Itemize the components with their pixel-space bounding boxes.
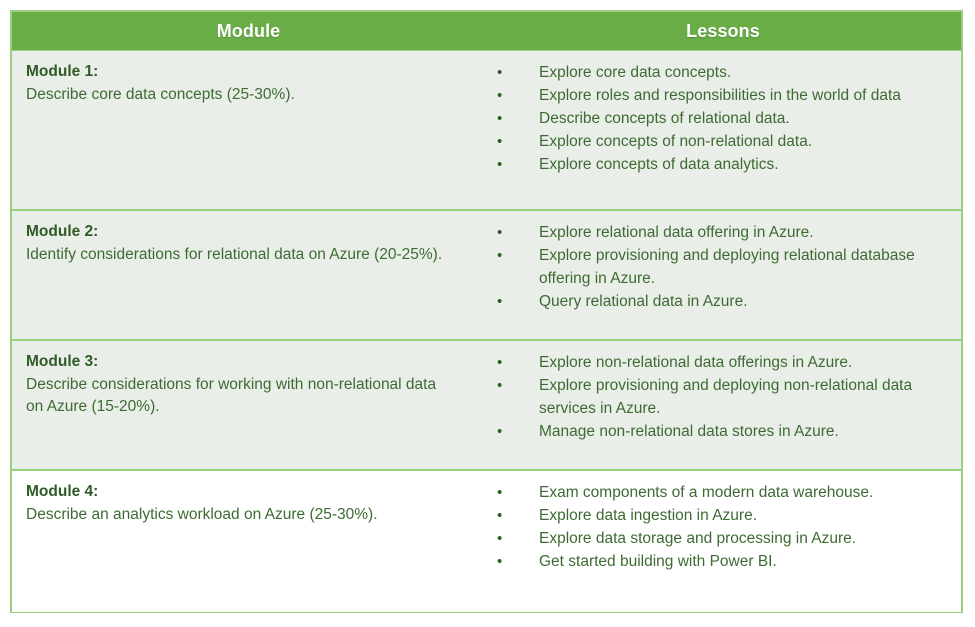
lessons-cell: • Explore non-relational data offerings i… <box>485 341 961 469</box>
bullet-icon: • <box>497 293 503 310</box>
module-description: Describe an analytics workload on Azure … <box>26 506 378 523</box>
bullet-icon: • <box>497 377 503 394</box>
module-description: Identify considerations for relational d… <box>26 246 443 263</box>
lesson-text: Explore non-relational data offerings in… <box>539 354 853 371</box>
table-row: Module 2: Identify considerations for re… <box>12 211 961 341</box>
bullet-icon: • <box>497 423 503 440</box>
bullet-icon: • <box>497 110 503 127</box>
module-description: Describe considerations for working with… <box>26 376 437 415</box>
lesson-text: Explore data storage and processing in A… <box>539 530 857 547</box>
module-cell: Module 4: Describe an analytics workload… <box>12 471 485 612</box>
column-header-module: Module <box>216 20 281 41</box>
table-row: Module 3: Describe considerations for wo… <box>12 341 961 471</box>
lesson-text: Get started building with Power BI. <box>539 553 777 570</box>
module-description: Describe core data concepts (25-30%). <box>26 86 295 103</box>
module-cell: Module 3: Describe considerations for wo… <box>12 341 485 469</box>
list-item: • Describe concepts of relational data. <box>493 107 951 130</box>
list-item: • Explore provisioning and deploying non-… <box>493 374 951 420</box>
bullet-icon: • <box>497 87 503 104</box>
lesson-text: Describe concepts of relational data. <box>539 110 790 127</box>
list-item: • Explore provisioning and deploying rela… <box>493 244 951 290</box>
module-title: Module 2: <box>26 223 99 240</box>
list-item: • Exam components of a modern data wareho… <box>493 481 951 504</box>
lessons-list: • Explore core data concepts. • Explore ro… <box>493 61 951 176</box>
module-lessons-table: Module Lessons Module 1: Describe core d… <box>10 10 963 613</box>
lessons-cell: • Explore relational data offering in Azu… <box>485 211 961 339</box>
bullet-icon: • <box>497 247 503 264</box>
lesson-text: Explore provisioning and deploying relat… <box>539 247 915 287</box>
lessons-cell: • Exam components of a modern data wareho… <box>485 471 961 612</box>
lesson-text: Explore provisioning and deploying non-r… <box>539 377 913 417</box>
module-cell: Module 1: Describe core data concepts (2… <box>12 51 485 209</box>
list-item: • Explore data ingestion in Azure. <box>493 504 951 527</box>
list-item: • Explore concepts of data analytics. <box>493 153 951 176</box>
list-item: • Manage non-relational data stores in Az… <box>493 420 951 443</box>
lessons-list: • Explore non-relational data offerings i… <box>493 351 951 443</box>
bullet-icon: • <box>497 484 503 501</box>
lesson-text: Explore roles and responsibilities in th… <box>539 87 901 104</box>
bullet-icon: • <box>497 133 503 150</box>
module-title: Module 1: <box>26 63 99 80</box>
bullet-icon: • <box>497 530 503 547</box>
lesson-text: Exam components of a modern data warehou… <box>539 484 874 501</box>
lesson-text: Explore concepts of data analytics. <box>539 156 779 173</box>
list-item: • Get started building with Power BI. <box>493 550 951 573</box>
bullet-icon: • <box>497 354 503 371</box>
list-item: • Explore non-relational data offerings i… <box>493 351 951 374</box>
lesson-text: Explore concepts of non-relational data. <box>539 133 813 150</box>
module-title: Module 4: <box>26 483 99 500</box>
lesson-text: Manage non-relational data stores in Azu… <box>539 423 839 440</box>
module-title: Module 3: <box>26 353 99 370</box>
lessons-list: • Explore relational data offering in Azu… <box>493 221 951 313</box>
bullet-icon: • <box>497 64 503 81</box>
bullet-icon: • <box>497 224 503 241</box>
table-row: Module 1: Describe core data concepts (2… <box>12 51 961 211</box>
bullet-icon: • <box>497 507 503 524</box>
bullet-icon: • <box>497 156 503 173</box>
list-item: • Explore concepts of non-relational data… <box>493 130 951 153</box>
list-item: • Explore data storage and processing in … <box>493 527 951 550</box>
list-item: • Explore relational data offering in Azu… <box>493 221 951 244</box>
lessons-cell: • Explore core data concepts. • Explore ro… <box>485 51 961 209</box>
lesson-text: Explore data ingestion in Azure. <box>539 507 757 524</box>
module-cell: Module 2: Identify considerations for re… <box>12 211 485 339</box>
lesson-text: Explore core data concepts. <box>539 64 732 81</box>
lessons-list: • Exam components of a modern data wareho… <box>493 481 951 573</box>
table-row: Module 4: Describe an analytics workload… <box>12 471 961 612</box>
table-header-row: Module Lessons <box>12 12 961 51</box>
column-header-lessons: Lessons <box>686 20 760 41</box>
bullet-icon: • <box>497 553 503 570</box>
list-item: • Explore roles and responsibilities in t… <box>493 84 951 107</box>
lesson-text: Query relational data in Azure. <box>539 293 748 310</box>
list-item: • Query relational data in Azure. <box>493 290 951 313</box>
lesson-text: Explore relational data offering in Azur… <box>539 224 814 241</box>
list-item: • Explore core data concepts. <box>493 61 951 84</box>
